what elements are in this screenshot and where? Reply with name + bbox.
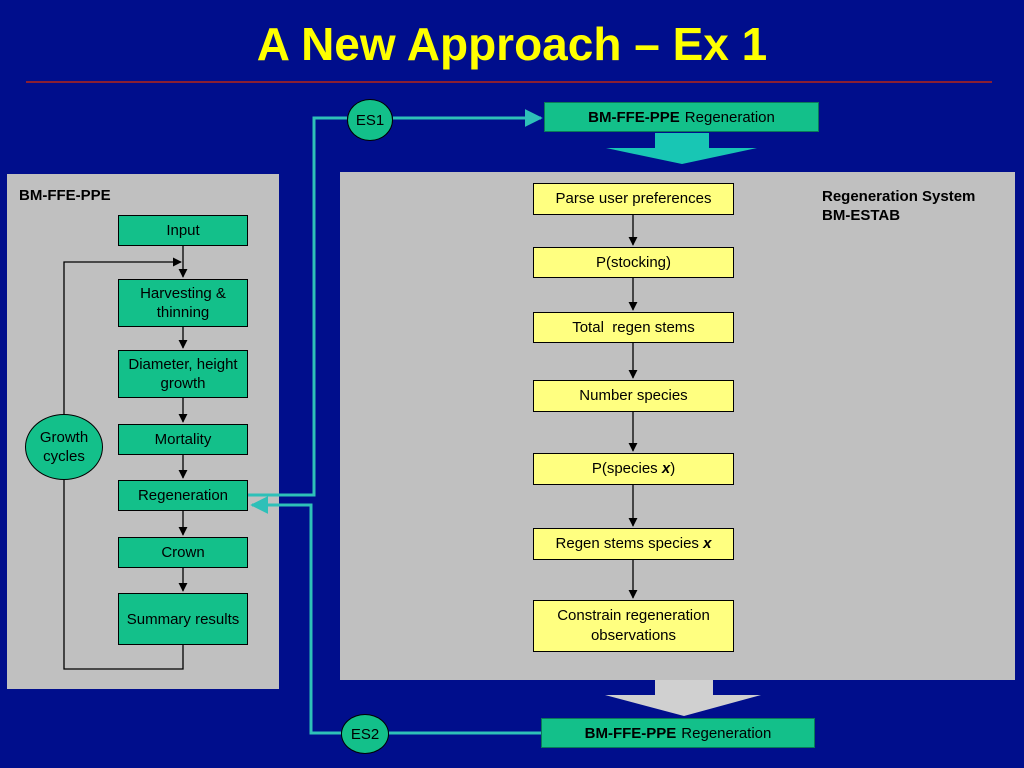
number-species-box[interactable]: Number species — [533, 380, 734, 412]
es2-ellipse[interactable]: ES2 — [341, 714, 389, 754]
cycle-loop-bottom — [63, 480, 184, 670]
diameter-height-growth-box[interactable]: Diameter, height growth — [118, 350, 248, 398]
bm-ffe-ppe-label: BM-FFE-PPE — [19, 187, 111, 204]
es1-connector — [248, 116, 347, 497]
regen-stems-species-prefix: Regen stems species — [555, 535, 704, 552]
total-regen-stems-box[interactable]: Total regen stems — [533, 312, 734, 343]
regeneration-box[interactable]: Regeneration — [118, 480, 248, 511]
page-title: A New Approach – Ex 1 — [256, 18, 768, 70]
regen-stems-species-variable: x — [703, 535, 712, 552]
p-species-prefix: P(species — [591, 460, 662, 477]
es2-bar-bold: BM-FFE-PPE — [584, 724, 677, 742]
p-species-x-box[interactable]: P(species x) — [533, 453, 734, 485]
es1-ellipse[interactable]: ES1 — [347, 99, 393, 141]
es2-bar-text: Regeneration — [681, 724, 772, 742]
growth-cycles-ellipse[interactable]: Growth cycles — [25, 414, 103, 480]
p-stocking-box[interactable]: P(stocking) — [533, 247, 734, 278]
total-regen-stems-text: Total regen stems — [572, 318, 695, 336]
p-species-variable: x — [661, 460, 671, 477]
constrain-regeneration-observations-box[interactable]: Constrain regeneration observations — [533, 600, 734, 652]
cycle-loop-top — [63, 257, 182, 414]
es1-bar-bold: BM-FFE-PPE — [588, 108, 680, 126]
bm-estab-title: BM-ESTAB — [822, 207, 901, 224]
es2-connector — [250, 496, 341, 735]
block-arrow-out-of-system — [605, 680, 761, 716]
es1-bar-text: Regeneration — [684, 108, 775, 126]
block-arrow-into-system — [606, 133, 757, 164]
title-divider — [26, 81, 992, 83]
regeneration-system-label: Regeneration System BM-ESTAB — [822, 187, 975, 225]
summary-results-box[interactable]: Summary results — [118, 593, 248, 645]
harvesting-thinning-box[interactable]: Harvesting & thinning — [118, 279, 248, 327]
regeneration-system-title: Regeneration System — [822, 188, 976, 205]
parse-user-preferences-box[interactable]: Parse user preferences — [533, 183, 734, 215]
regen-stems-species-x-box[interactable]: Regen stems species x — [533, 528, 734, 560]
input-box[interactable]: Input — [118, 215, 248, 246]
p-species-suffix: ) — [670, 460, 676, 477]
crown-box[interactable]: Crown — [118, 537, 248, 568]
mortality-box[interactable]: Mortality — [118, 424, 248, 455]
